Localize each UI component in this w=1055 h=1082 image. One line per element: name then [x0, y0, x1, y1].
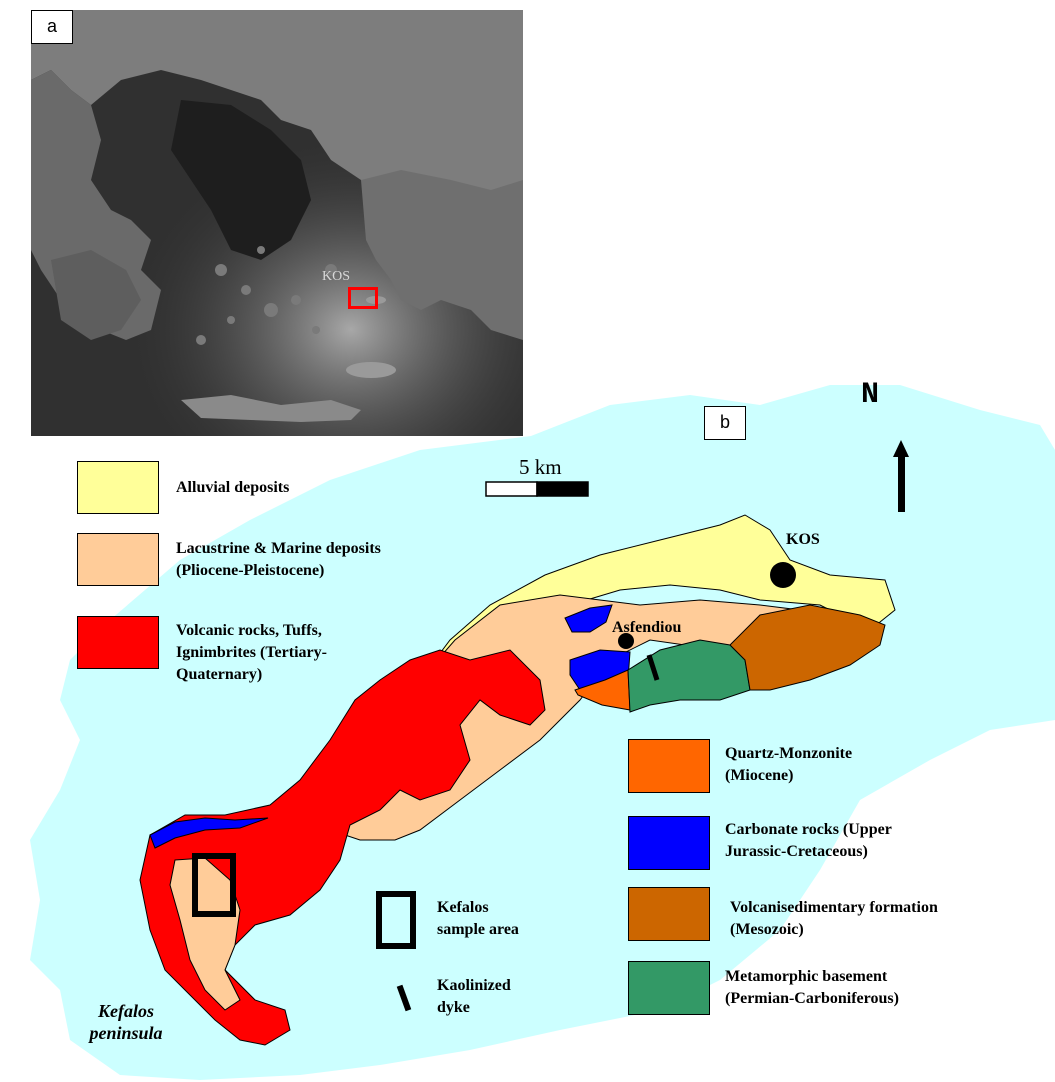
scale-bar-white	[485, 481, 538, 497]
legend-label-carbonate: Carbonate rocks (Upper Jurassic-Cretaceo…	[725, 821, 892, 860]
north-arrow-icon	[893, 440, 909, 512]
legend-swatch-volcanic	[77, 616, 159, 669]
scale-label: 5 km	[519, 455, 562, 479]
legend-swatch-metamorphic	[628, 961, 710, 1015]
legend-label-metamorphic: Metamorphic basement (Permian-Carbonifer…	[725, 968, 899, 1007]
scale-bar-black	[536, 481, 589, 497]
kaolinized-dyke-mark	[646, 654, 660, 681]
legend-swatch-lacustrine	[77, 533, 159, 586]
legend-label-sample-area: Kefalos sample area	[437, 899, 519, 938]
legend-label-alluvial: Alluvial deposits	[176, 479, 290, 496]
legend-label-volcanisedimentary: Volcanisedimentary formation (Mesozoic)	[730, 899, 938, 938]
asfendiou-village-dot	[618, 633, 634, 649]
legend-swatch-quartz-monzonite	[628, 739, 710, 793]
legend-label-lacustrine: Lacustrine & Marine deposits (Pliocene-P…	[176, 540, 381, 579]
kos-image-label: KOS	[322, 269, 351, 284]
satellite-image-panel: a KOS	[31, 10, 523, 436]
north-label: N	[861, 378, 880, 412]
satellite-image	[31, 10, 523, 436]
kefalos-peninsula-label: Kefalos peninsula	[89, 1001, 163, 1043]
panel-b-label: b	[704, 406, 746, 440]
kos-town-dot	[770, 562, 796, 588]
kos-highlight-box	[348, 287, 378, 309]
volcanic-rocks-area	[139, 649, 546, 1046]
carbonate-rocks-west-area	[149, 817, 269, 849]
legend-swatch-carbonate	[628, 816, 710, 870]
legend-label-volcanic: Volcanic rocks, Tuffs, Ignimbrites (Tert…	[176, 622, 327, 683]
legend-swatch-volcanisedimentary	[628, 887, 710, 941]
legend-swatch-alluvial	[77, 461, 159, 514]
legend-label-dyke: Kaolinized dyke	[437, 977, 511, 1016]
asfendiou-label: Asfendiou	[612, 619, 682, 636]
volcanisedimentary-area	[729, 604, 886, 691]
legend-label-quartz-monzonite: Quartz-Monzonite (Miocene)	[725, 745, 853, 784]
kefalos-sample-area-mark	[192, 853, 236, 917]
panel-a-label: a	[31, 10, 73, 44]
carbonate-rocks-north-area	[564, 604, 613, 633]
legend-symbol-sample-area	[376, 891, 416, 949]
kos-town-label: KOS	[786, 531, 820, 548]
